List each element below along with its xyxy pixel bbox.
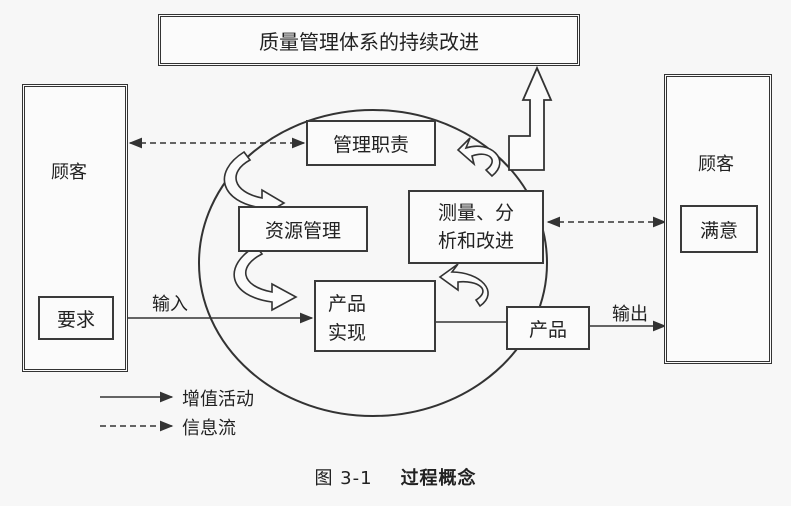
product-text: 产品 — [528, 318, 567, 341]
product-box: 产品 — [506, 306, 590, 350]
product-realization-line2: 实现 — [328, 321, 367, 344]
figure-title: 过程概念 — [400, 468, 477, 489]
left-customer-label: 顾客 — [51, 162, 87, 183]
improvement-up-arrow — [508, 65, 553, 171]
legend-information-flow-label: 信息流 — [182, 418, 236, 439]
curve-arrow-realization-to-measurement — [438, 263, 489, 308]
requirement-text: 要求 — [56, 308, 95, 331]
requirement-box: 要求 — [38, 296, 114, 340]
process-ellipse — [198, 109, 548, 417]
continual-improvement-title-text: 质量管理体系的持续改进 — [259, 29, 479, 54]
curve-arrow-measurement-to-mgmt — [456, 137, 501, 178]
satisfaction-text: 满意 — [699, 219, 738, 242]
product-realization-box: 产品 实现 — [314, 280, 436, 352]
management-responsibility-text: 管理职责 — [332, 133, 409, 156]
input-label: 输入 — [152, 294, 188, 315]
continual-improvement-title: 质量管理体系的持续改进 — [158, 14, 580, 66]
measurement-line2: 析和改进 — [437, 230, 514, 252]
management-responsibility-box: 管理职责 — [306, 120, 436, 166]
satisfaction-box: 满意 — [680, 205, 758, 253]
output-label: 输出 — [612, 304, 648, 325]
figure-caption: 图 3-1 过程概念 — [0, 464, 791, 490]
figure-number: 图 3-1 — [314, 468, 373, 489]
resource-management-text: 资源管理 — [264, 219, 341, 242]
curve-arrow-resource-to-realization — [233, 244, 298, 312]
product-realization-line1: 产品 — [328, 293, 367, 315]
resource-management-box: 资源管理 — [238, 206, 368, 252]
legend-value-adding-label: 增值活动 — [182, 389, 254, 410]
measurement-box: 测量、分 析和改进 — [408, 190, 544, 264]
measurement-line1: 测量、分 — [437, 201, 514, 224]
right-customer-label: 顾客 — [698, 154, 734, 175]
